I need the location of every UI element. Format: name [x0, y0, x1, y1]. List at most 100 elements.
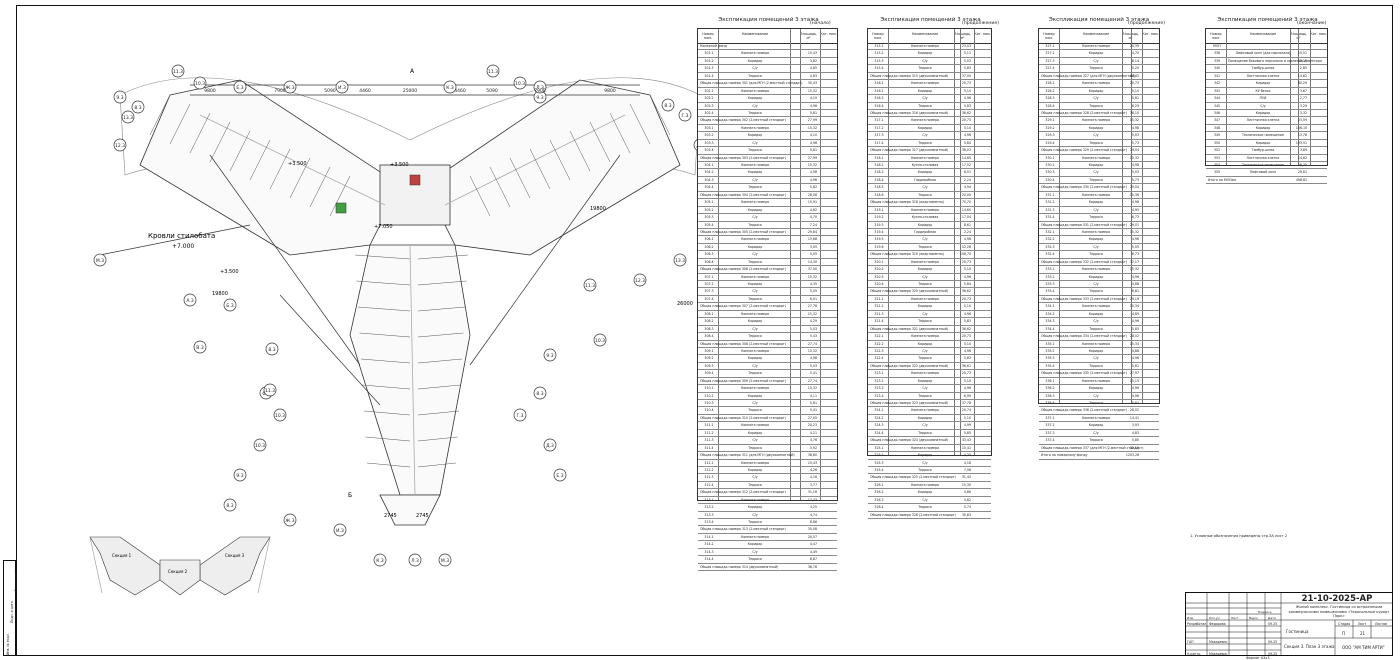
table-cell: 324.4 [874, 430, 884, 435]
table-cell: 336.4 [1045, 401, 1055, 405]
table-cell: 14,62 [1297, 155, 1307, 160]
table-cell: 1203,28 [1125, 453, 1139, 458]
table-row: Общая площадь номера 302 (2-местный стан… [698, 117, 837, 125]
table-cell: 5,92 [809, 445, 817, 450]
table-cell: 4,62 [809, 207, 817, 212]
table-cell: 4,25 [809, 505, 817, 510]
date-1: 09.25 [1268, 622, 1278, 626]
table-cell: 341 [1213, 73, 1221, 78]
table-cell: Общая площадь номера 315 (двухкомнатный) [870, 73, 949, 78]
level-label-a: +7.050 [374, 224, 393, 230]
table-cell: 20,73 [961, 296, 971, 301]
table-cell: Коридор [917, 51, 933, 56]
table-cell: 5,10 [963, 304, 971, 309]
table-cell: 306.4 [704, 259, 714, 264]
table-row: Общая площадь номера 318 (апартаменты)70… [868, 199, 991, 207]
table-row: Общая площадь номера 332 (2-местный стан… [1039, 259, 1159, 267]
table-row: Общая площадь номера 337 (для МГН (2-мес… [1039, 445, 1159, 453]
table-cell: 304.1 [704, 163, 714, 167]
table-cell: 4,96 [963, 96, 971, 101]
table-cell: Кухня-столовая [911, 215, 939, 220]
table-cell: 305.1 [704, 200, 714, 205]
table-cell: Общая площадь номера 320 (двухкомнатный) [870, 289, 949, 294]
table-cell: 13,78 [1297, 133, 1307, 138]
room-partition [469, 175, 491, 217]
col-signature: Подпись [1258, 610, 1272, 614]
floor-plan: 11.310.39.38.313.312.311.310.39.38.3Г.3Д… [93, 64, 731, 567]
top-dimension: 7900 [274, 88, 286, 94]
table-cell: С/у [922, 185, 928, 190]
table-cell: Общая площадь номера 311 (для МГН (двухк… [700, 453, 795, 458]
table-cell: 3,82 [809, 58, 817, 63]
table-cell: 20,73 [961, 334, 971, 339]
column-divider [1226, 29, 1227, 165]
table-cell: 342 [1213, 81, 1221, 86]
table-cell: Общая площадь номера 330 (2-местный стан… [1041, 185, 1127, 190]
table-cell: С/у [922, 311, 928, 316]
axis-bubble [131, 100, 145, 114]
table-cell: Коридор [917, 170, 933, 175]
table-cell: 323.4 [874, 393, 884, 398]
table-cell: 343 [1213, 88, 1221, 93]
axis-bubble [171, 64, 185, 78]
table-cell: 4,96 [1131, 386, 1139, 391]
table-cell: С/у [922, 497, 928, 502]
table-cell: 15,68 [807, 237, 817, 242]
table-cell: Коридор [747, 170, 763, 175]
table-cell: 25,39 [1129, 44, 1139, 48]
table-row: Общая площадь номера 311 (для МГН (двухк… [698, 452, 837, 460]
table-cell: 302.1 [704, 88, 714, 93]
table-cell: 3,89 [1299, 148, 1307, 153]
room-partition [609, 112, 631, 154]
table-cell: 325.3 [874, 460, 884, 465]
table-cell: 20,73 [1129, 81, 1139, 86]
level-label-b: +3.500 [288, 161, 307, 167]
room-partition [329, 175, 351, 217]
title-block-grid [1185, 592, 1393, 656]
column-divider [1310, 29, 1311, 165]
table-header-cell: Наименование [1249, 32, 1277, 36]
table-cell: 28,08 [807, 192, 817, 197]
table-cell: 320.1 [874, 259, 884, 264]
table-cell: 15,32 [807, 125, 817, 130]
table-row: Общая площадь номера 326 (2-местный стан… [868, 512, 991, 519]
stamp-sign: Подп. и дата [10, 601, 14, 623]
table-cell: 17,04 [961, 215, 971, 220]
room-partition [549, 139, 571, 181]
table-cell: 319.4 [874, 229, 884, 234]
table-cell: 306.1 [704, 237, 714, 242]
top-dimension: 25000 [403, 88, 417, 94]
table-cell: 337.3 [1045, 430, 1055, 435]
table-cell: 4,35 [809, 282, 817, 286]
key-plan-section-2: Секция 2 [168, 569, 188, 574]
table-header-cell: Номер пом. [872, 32, 884, 40]
axis-bubble [93, 253, 107, 267]
axis-label: 9.3 [536, 95, 543, 101]
table-cell: 322.2 [874, 341, 884, 346]
table-cell: Общая площадь номера 307 (2-местный стан… [700, 304, 786, 309]
level-label-d: +3.500 [220, 269, 239, 275]
